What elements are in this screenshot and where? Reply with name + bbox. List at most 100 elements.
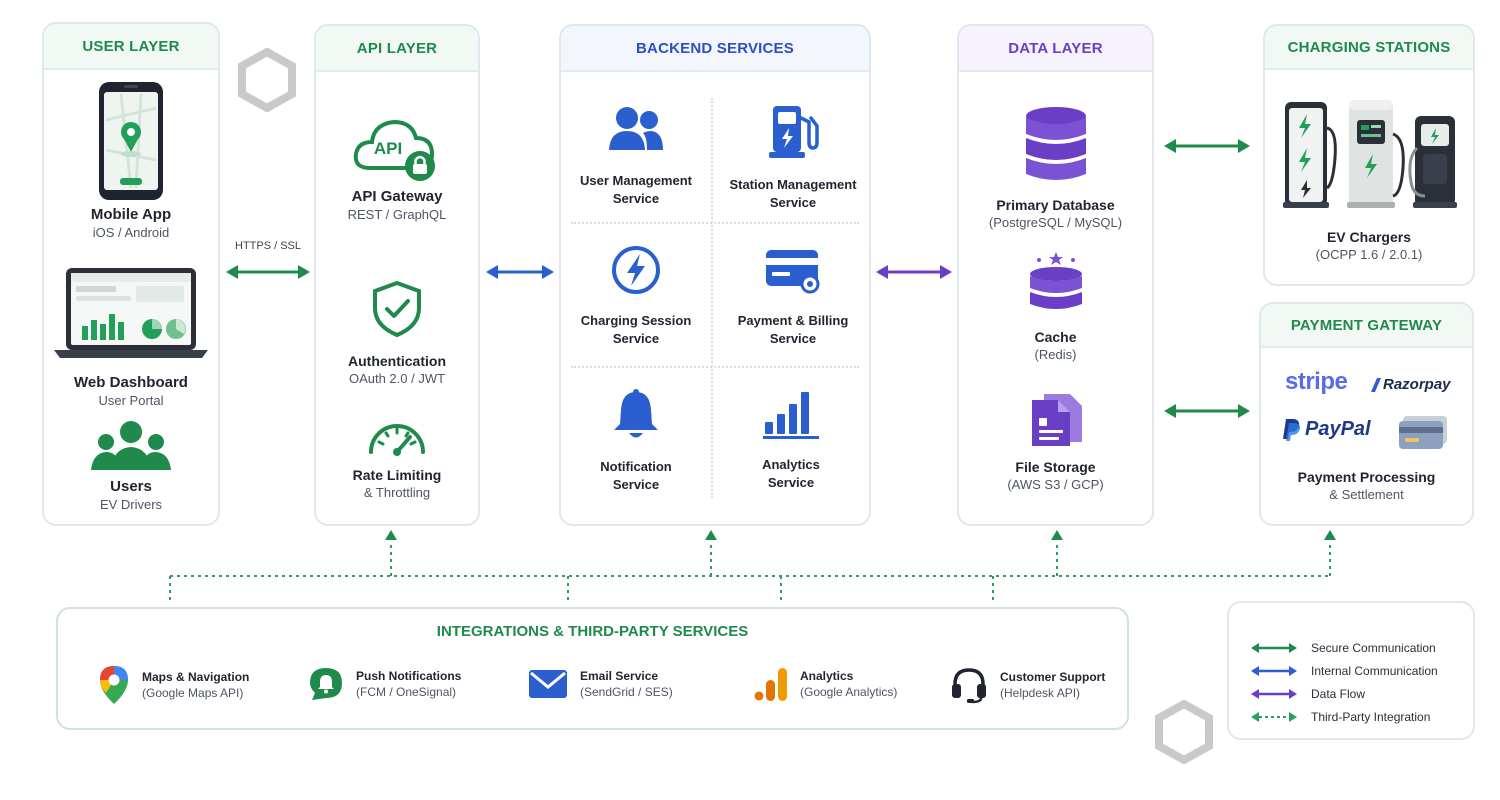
hexagon-watermark-icon xyxy=(238,48,296,112)
legend-data-flow-label: Data Flow xyxy=(1311,687,1366,701)
legend-secure-label: Secure Communication xyxy=(1311,641,1436,655)
payment-billing-line1: Payment & Billing xyxy=(737,313,849,328)
file-storage-sub: (AWS S3 / GCP) xyxy=(1007,477,1104,492)
users-pair-icon xyxy=(609,107,663,150)
paypal-text: PayPal xyxy=(1305,418,1371,440)
email-title: Email Service xyxy=(580,669,659,683)
payment-processing-sub: & Settlement xyxy=(1329,487,1404,502)
api-layer-header: API LAYER xyxy=(316,26,478,72)
user-layer-panel: USER LAYER Mobile App iOS / Android xyxy=(42,22,220,526)
mobile-app-sub: iOS / Android xyxy=(92,225,170,240)
headset-icon xyxy=(952,668,986,704)
users-title: Users xyxy=(110,478,152,495)
ev-chargers-sub: (OCPP 1.6 / 2.0.1) xyxy=(1315,247,1423,262)
rate-limiting-sub: & Throttling xyxy=(363,485,431,500)
user-management-line1: User Management xyxy=(580,173,692,188)
user-layer-header: USER LAYER xyxy=(44,24,218,70)
legend-internal: Internal Communication xyxy=(1251,664,1438,678)
primary-database-item: Primary Database (PostgreSQL / MySQL) xyxy=(959,106,1152,232)
bell-icon xyxy=(614,389,658,438)
legend-internal-arrow xyxy=(1251,666,1297,676)
web-dashboard-item: Web Dashboard User Portal xyxy=(44,266,218,410)
payment-processing-title: Payment Processing xyxy=(1297,469,1436,485)
web-dashboard-sub: User Portal xyxy=(98,393,164,408)
internal-arrow-api-backend xyxy=(486,265,554,279)
station-management-line1: Station Management xyxy=(729,177,857,192)
payment-billing-service: Payment & Billing Service xyxy=(718,248,868,348)
legend-third-party-arrow xyxy=(1251,712,1297,722)
ev-chargers-text: EV Chargers (OCPP 1.6 / 2.0.1) xyxy=(1265,228,1473,264)
smartphone-icon xyxy=(99,82,163,200)
charging-stations-header: CHARGING STATIONS xyxy=(1265,26,1473,70)
third-party-connectors xyxy=(169,530,1336,602)
analytics-integration-sub: (Google Analytics) xyxy=(800,685,898,699)
integrations-header: INTEGRATIONS & THIRD-PARTY SERVICES xyxy=(436,623,749,640)
data-layer-header: DATA LAYER xyxy=(959,26,1152,72)
envelope-icon xyxy=(529,670,567,698)
payment-processing-text: Payment Processing & Settlement xyxy=(1261,468,1472,504)
integration-email: Email Service (SendGrid / SES) xyxy=(528,668,673,700)
notification-line2: Service xyxy=(612,477,660,492)
integrations-panel: INTEGRATIONS & THIRD-PARTY SERVICES Maps… xyxy=(56,607,1129,730)
map-pin-icon xyxy=(100,666,128,704)
users-group-icon xyxy=(91,421,171,470)
maps-sub: (Google Maps API) xyxy=(142,686,244,700)
backend-services-panel: BACKEND SERVICES User Management Service… xyxy=(559,24,871,526)
bar-chart-icon xyxy=(763,392,819,439)
api-cloud-text: API xyxy=(374,139,402,158)
fuel-pump-icon xyxy=(769,106,819,158)
ev-chargers-icon xyxy=(1283,100,1457,208)
payment-gateway-panel: PAYMENT GATEWAY stripe Razorpay PayPal P… xyxy=(1259,302,1474,526)
charging-session-line2: Service xyxy=(612,331,660,346)
rate-limiting-item: Rate Limiting & Throttling xyxy=(316,416,478,502)
api-gateway-item: API API Gateway REST / GraphQL xyxy=(316,114,478,224)
mobile-app-item: Mobile App iOS / Android xyxy=(44,80,218,242)
legend-internal-label: Internal Communication xyxy=(1311,664,1438,678)
backend-divider-vertical xyxy=(711,98,713,498)
secure-arrow-data-payment xyxy=(1164,404,1250,418)
legend-secure: Secure Communication xyxy=(1251,641,1436,655)
users-item: Users EV Drivers xyxy=(44,420,218,514)
integration-support: Customer Support (Helpdesk API) xyxy=(950,666,1105,704)
charging-stations-panel: CHARGING STATIONS EV Chargers (OCPP 1.6 … xyxy=(1263,24,1475,286)
cache-sub: (Redis) xyxy=(1034,347,1077,362)
push-title: Push Notifications xyxy=(356,669,462,683)
razorpay-logo: Razorpay xyxy=(1371,376,1451,393)
paypal-mark-icon xyxy=(1283,418,1301,441)
backend-services-header: BACKEND SERVICES xyxy=(561,26,869,72)
analytics-integration-title: Analytics xyxy=(800,669,854,683)
authentication-title: Authentication xyxy=(348,353,446,369)
integration-maps: Maps & Navigation (Google Maps API) xyxy=(98,665,249,705)
legend-third-party-label: Third-Party Integration xyxy=(1311,710,1431,724)
station-management-line2: Service xyxy=(769,195,817,210)
credit-card-icon xyxy=(766,250,820,294)
hexagon-watermark-icon xyxy=(1155,700,1213,764)
support-title: Customer Support xyxy=(1000,670,1106,684)
primary-database-title: Primary Database xyxy=(996,197,1115,213)
razorpay-text: Razorpay xyxy=(1383,376,1451,393)
database-icon xyxy=(1025,107,1086,180)
data-flow-arrow-backend-data xyxy=(876,265,952,279)
maps-title: Maps & Navigation xyxy=(142,670,250,684)
api-gateway-sub: REST / GraphQL xyxy=(347,207,447,222)
file-documents-icon xyxy=(1031,394,1082,446)
secure-arrow-data-charging xyxy=(1164,139,1250,153)
email-sub: (SendGrid / SES) xyxy=(580,685,673,699)
rate-limiting-title: Rate Limiting xyxy=(352,467,442,483)
user-management-line2: Service xyxy=(612,191,660,206)
cache-title: Cache xyxy=(1034,329,1077,345)
support-sub: (Helpdesk API) xyxy=(1000,686,1081,700)
backend-divider-row1 xyxy=(571,222,859,224)
analytics-bars-icon xyxy=(754,668,787,701)
web-dashboard-title: Web Dashboard xyxy=(74,374,188,391)
file-storage-item: File Storage (AWS S3 / GCP) xyxy=(959,392,1152,494)
mobile-app-title: Mobile App xyxy=(90,206,172,223)
charging-session-service: Charging Session Service xyxy=(561,244,711,348)
payment-billing-line2: Service xyxy=(769,331,817,346)
legend-data-flow: Data Flow xyxy=(1251,687,1365,701)
https-ssl-label: HTTPS / SSL xyxy=(235,240,302,252)
user-management-service: User Management Service xyxy=(561,104,711,208)
shield-check-icon xyxy=(373,280,421,338)
authentication-item: Authentication OAuth 2.0 / JWT xyxy=(316,280,478,388)
paypal-logo: PayPal xyxy=(1283,418,1371,441)
